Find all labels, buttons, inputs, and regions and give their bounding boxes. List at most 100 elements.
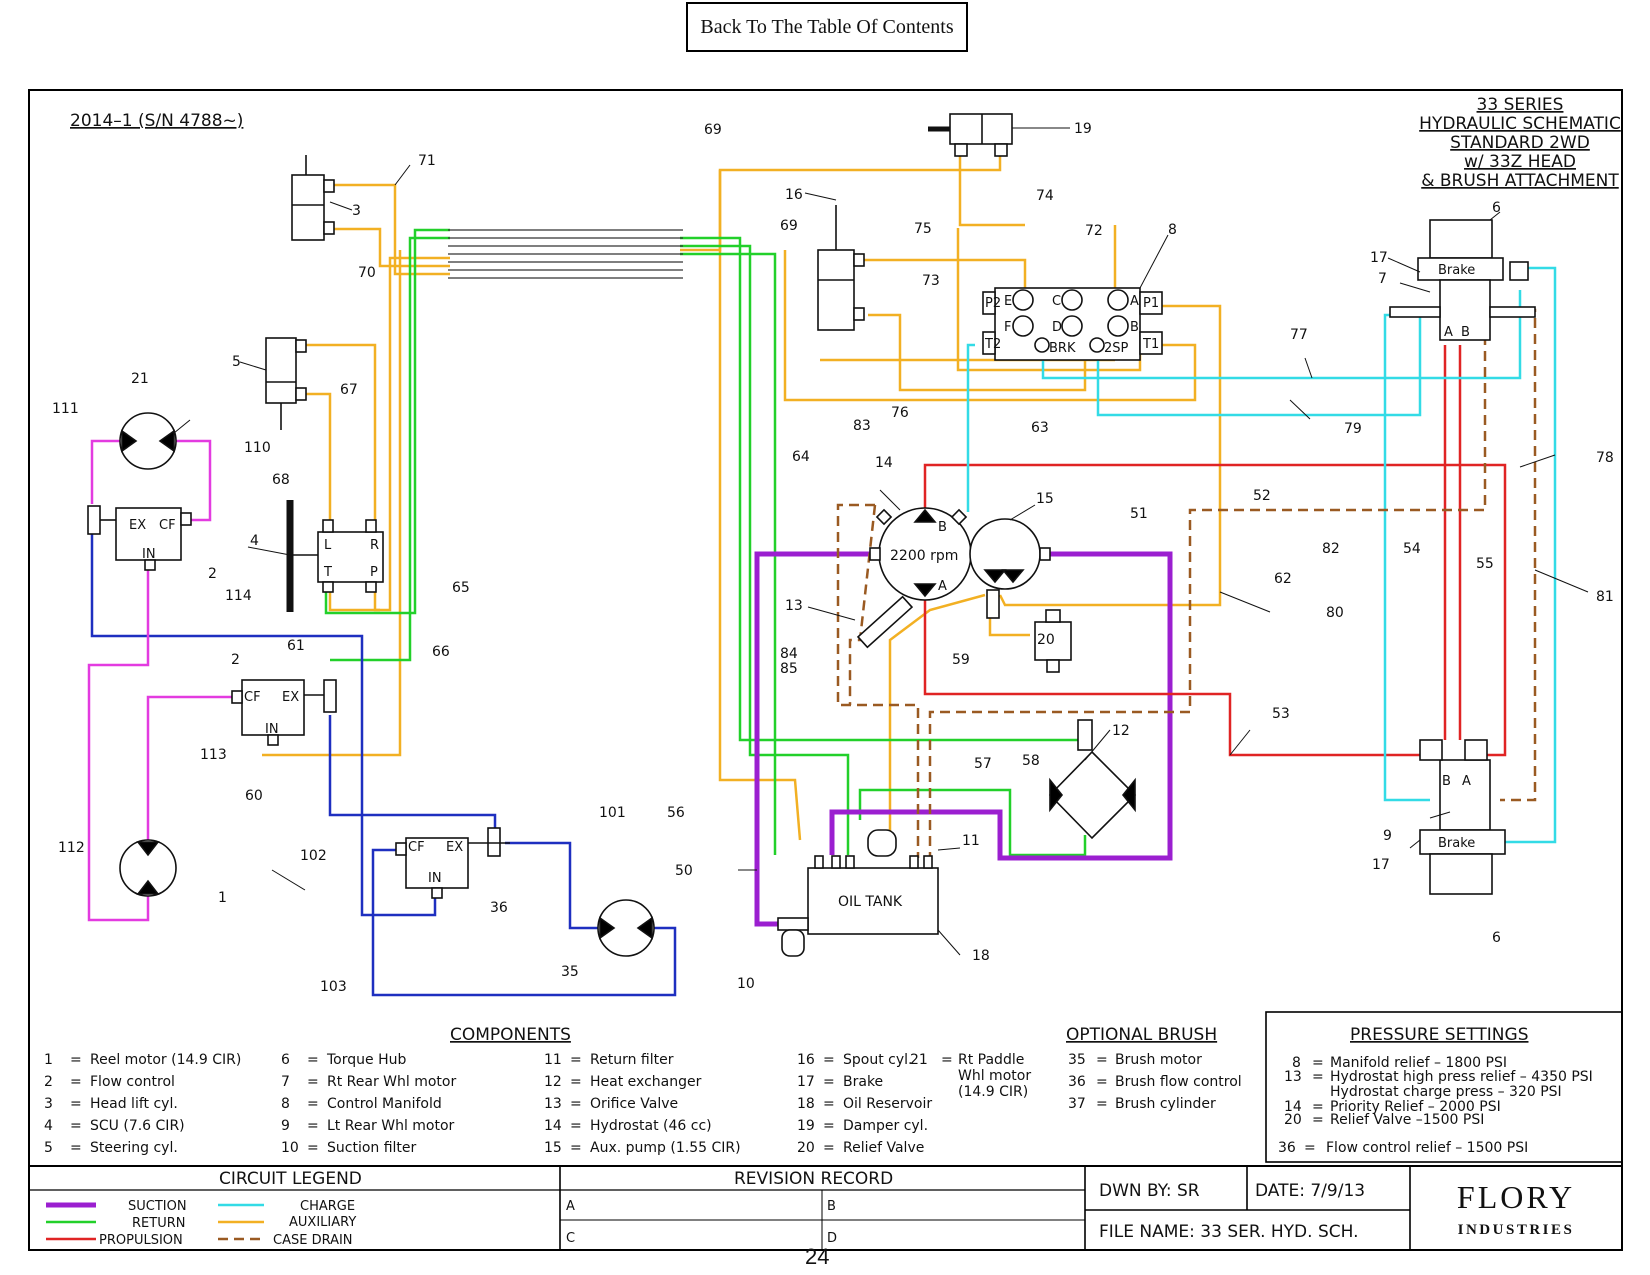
svg-text:CF: CF xyxy=(408,840,425,855)
svg-text:5: 5 xyxy=(232,354,241,370)
svg-text:67: 67 xyxy=(340,382,358,398)
heat-exchanger xyxy=(1048,719,1137,840)
svg-text:3: 3 xyxy=(352,203,361,219)
svg-text:51: 51 xyxy=(1130,506,1148,522)
component-entry: 18 xyxy=(797,1096,815,1112)
components-table: COMPONENTS 1=Reel motor (14.9 CIR)2=Flow… xyxy=(44,1025,1031,1156)
svg-text:13: 13 xyxy=(1284,1069,1302,1085)
svg-text:63: 63 xyxy=(1031,420,1049,436)
svg-text:=: = xyxy=(1312,1055,1324,1071)
svg-text:6: 6 xyxy=(1492,930,1501,946)
svg-text:72: 72 xyxy=(1085,223,1103,239)
svg-text:CF: CF xyxy=(244,690,261,705)
svg-text:71: 71 xyxy=(418,153,436,169)
component-entry: Head lift cyl. xyxy=(90,1096,178,1112)
damper-cylinder xyxy=(928,113,1013,157)
svg-text:58: 58 xyxy=(1022,753,1040,769)
spout-cylinder xyxy=(817,205,865,331)
component-entry: Steering cyl. xyxy=(90,1140,178,1156)
component-entry: 13 xyxy=(544,1096,562,1112)
hydrostat-pump xyxy=(869,507,972,601)
svg-text:D: D xyxy=(1052,320,1062,335)
svg-text:80: 80 xyxy=(1326,605,1344,621)
svg-text:61: 61 xyxy=(287,638,305,654)
svg-text:74: 74 xyxy=(1036,188,1054,204)
svg-text:17: 17 xyxy=(1370,250,1388,266)
suction-lines xyxy=(754,551,1173,927)
component-entry: = xyxy=(70,1096,82,1112)
svg-text:B: B xyxy=(1130,320,1139,335)
svg-text:EX: EX xyxy=(129,518,146,533)
svg-text:F: F xyxy=(1004,320,1011,335)
svg-text:69: 69 xyxy=(704,122,722,138)
svg-text:=: = xyxy=(1312,1099,1324,1115)
circuit-legend: SUCTION CHARGE RETURN AUXILIARY PROPULSI… xyxy=(46,1199,356,1248)
svg-text:STANDARD 2WD: STANDARD 2WD xyxy=(1450,133,1590,153)
component-entry: = xyxy=(70,1052,82,1068)
svg-text:83: 83 xyxy=(853,418,871,434)
brush-motor xyxy=(597,899,655,957)
revision-cells: A B C D xyxy=(566,1199,837,1246)
component-entry: Rt Rear Whl motor xyxy=(327,1074,456,1090)
reel-motor xyxy=(119,839,177,897)
svg-text:Manifold relief – 1800 PSI: Manifold relief – 1800 PSI xyxy=(1330,1055,1507,1071)
svg-text:2200 rpm: 2200 rpm xyxy=(890,548,958,564)
svg-text:16: 16 xyxy=(785,187,803,203)
svg-text:15: 15 xyxy=(1036,491,1054,507)
svg-text:70: 70 xyxy=(358,265,376,281)
component-entry: 10 xyxy=(281,1140,299,1156)
back-to-contents-button[interactable]: Back To The Table Of Contents xyxy=(686,2,968,52)
component-labels: EX CF IN CF EX IN CF EX IN L R T P P2 E … xyxy=(129,263,1475,910)
component-entry: 1 xyxy=(44,1052,53,1068)
svg-text:11: 11 xyxy=(962,833,980,849)
company-subtitle: INDUSTRIES xyxy=(1458,1222,1575,1238)
brush-flow-control-valve xyxy=(395,827,510,899)
svg-text:IN: IN xyxy=(428,871,442,886)
svg-text:110: 110 xyxy=(244,440,271,456)
component-entry: Spout cyl. xyxy=(843,1052,912,1068)
component-entry: Heat exchanger xyxy=(590,1074,702,1090)
svg-text:P1: P1 xyxy=(1143,296,1159,311)
component-entry: = xyxy=(570,1052,582,1068)
svg-text:E: E xyxy=(1004,294,1012,309)
svg-text:75: 75 xyxy=(914,221,932,237)
svg-text:=: = xyxy=(1312,1069,1324,1085)
svg-text:B: B xyxy=(938,520,947,535)
svg-text:=: = xyxy=(941,1052,953,1068)
svg-text:=: = xyxy=(1312,1112,1324,1128)
component-entry: 17 xyxy=(797,1074,815,1090)
page-number: 24 xyxy=(805,1244,830,1269)
svg-text:35: 35 xyxy=(1068,1052,1086,1068)
component-entry: = xyxy=(570,1140,582,1156)
file-name: FILE NAME: 33 SER. HYD. SCH. xyxy=(1099,1222,1359,1242)
svg-text:101: 101 xyxy=(599,805,626,821)
component-entry: 11 xyxy=(544,1052,562,1068)
revision-header: REVISION RECORD xyxy=(734,1169,893,1189)
svg-text:84: 84 xyxy=(780,646,798,662)
svg-text:C: C xyxy=(566,1231,575,1246)
svg-text:17: 17 xyxy=(1372,857,1390,873)
svg-text:36: 36 xyxy=(1068,1074,1086,1090)
component-entry: 9 xyxy=(281,1118,290,1134)
svg-text:Relief Valve –1500 PSI: Relief Valve –1500 PSI xyxy=(1330,1112,1484,1128)
component-entry: 14 xyxy=(544,1118,562,1134)
control-manifold xyxy=(982,287,1163,361)
svg-text:78: 78 xyxy=(1596,450,1614,466)
svg-text:20: 20 xyxy=(1284,1112,1302,1128)
svg-text:36: 36 xyxy=(490,900,508,916)
serial-number: 2014–1 (S/N 4788~) xyxy=(70,111,243,131)
callout-numbers: 1 2 2 3 4 5 6 6 7 8 9 10 11 12 13 14 15 … xyxy=(52,121,1614,995)
svg-text:AUXILIARY: AUXILIARY xyxy=(289,1215,356,1230)
component-entry: = xyxy=(823,1140,835,1156)
svg-text:65: 65 xyxy=(452,580,470,596)
svg-text:19: 19 xyxy=(1074,121,1092,137)
component-entry: = xyxy=(307,1096,319,1112)
reel-lines xyxy=(87,439,232,922)
flow-control-valve-upper xyxy=(87,505,192,571)
svg-text:CASE DRAIN: CASE DRAIN xyxy=(273,1233,353,1248)
leader-lines xyxy=(173,127,1589,956)
component-entry: = xyxy=(570,1118,582,1134)
component-entry: = xyxy=(307,1118,319,1134)
component-entry: = xyxy=(307,1052,319,1068)
component-entry: 5 xyxy=(44,1140,53,1156)
